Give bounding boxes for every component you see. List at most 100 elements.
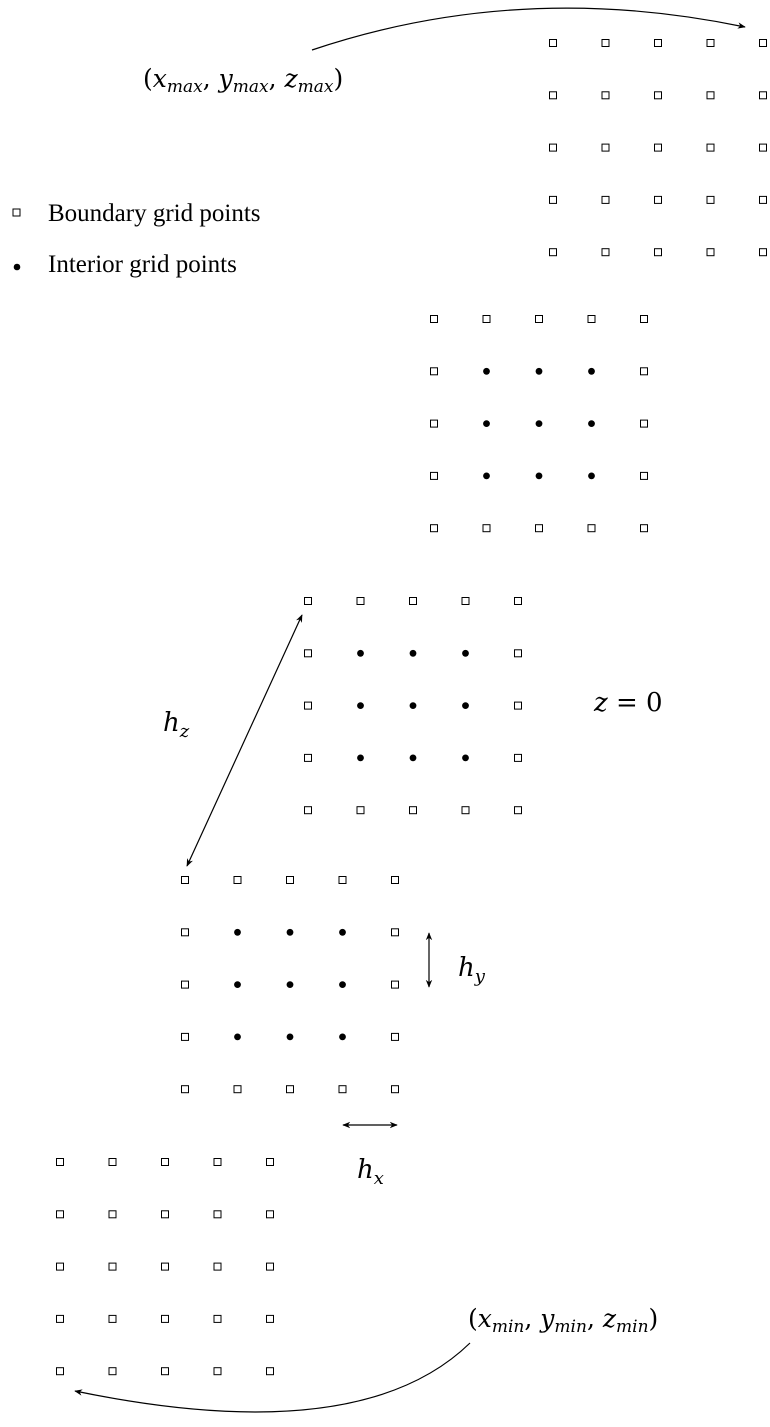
boundary-point: [181, 928, 189, 937]
interior-point: [588, 420, 595, 427]
grid-layer-top: [549, 39, 767, 257]
legend-interior-label: Interior grid points: [48, 251, 237, 278]
hz-label: hz: [163, 708, 190, 742]
boundary-point: [759, 143, 767, 152]
boundary-point: [161, 1210, 169, 1219]
boundary-point: [482, 315, 491, 323]
boundary-point: [391, 1085, 399, 1094]
interior-point: [588, 472, 595, 480]
interior-point: [483, 472, 490, 480]
grid-layer-layer-2: [430, 315, 648, 533]
boundary-point: [601, 39, 610, 47]
boundary-point: [430, 419, 438, 428]
boundary-point: [108, 1367, 117, 1376]
boundary-point: [233, 1085, 242, 1094]
boundary-point: [356, 806, 365, 815]
boundary-point: [213, 1262, 222, 1271]
boundary-point: [56, 1210, 64, 1219]
boundary-point: [286, 1085, 294, 1094]
interior-point: [357, 702, 364, 709]
boundary-point: [213, 1314, 222, 1323]
boundary-point: [181, 980, 189, 989]
interior-point: [462, 649, 469, 657]
boundary-point: [304, 701, 312, 710]
boundary-point: [587, 524, 596, 533]
interior-point: [234, 981, 241, 988]
boundary-point: [391, 1032, 399, 1041]
boundary-point: [549, 39, 557, 47]
boundary-point: [409, 597, 417, 605]
boundary-point: [654, 195, 662, 204]
boundary-point: [304, 597, 312, 605]
boundary-point: [108, 1158, 117, 1166]
boundary-point: [514, 753, 522, 762]
boundary-point: [706, 39, 715, 47]
grid-layer-layer-4: [181, 876, 399, 1094]
boundary-point: [549, 143, 557, 152]
boundary-point: [654, 39, 662, 47]
boundary-point: [304, 753, 312, 762]
interior-point: [535, 367, 543, 375]
boundary-point: [587, 315, 596, 323]
boundary-point: [549, 248, 557, 257]
boundary-point: [430, 315, 438, 323]
boundary-point: [640, 315, 648, 323]
interior-point: [286, 928, 294, 936]
boundary-point: [181, 1085, 189, 1094]
grid-layers: [56, 39, 767, 1376]
boundary-point: [706, 143, 715, 152]
boundary-point: [266, 1210, 274, 1219]
boundary-point: [654, 91, 662, 100]
interior-point: [339, 981, 346, 988]
interior-point: [286, 981, 294, 988]
boundary-point: [514, 701, 522, 710]
plane-label: z = 0: [593, 688, 663, 718]
boundary-point: [430, 367, 438, 376]
boundary-point: [549, 91, 557, 100]
boundary-point: [161, 1367, 169, 1376]
boundary-point: [161, 1158, 169, 1166]
interior-point: [535, 472, 543, 480]
boundary-point: [409, 806, 417, 815]
hz-arrow: [186, 614, 303, 867]
boundary-point: [56, 1262, 64, 1271]
boundary-point: [759, 91, 767, 100]
boundary-point: [181, 876, 189, 884]
interior-point: [588, 367, 595, 375]
boundary-point: [213, 1367, 222, 1376]
boundary-point: [304, 806, 312, 815]
boundary-point: [706, 91, 715, 100]
boundary-point: [514, 597, 522, 605]
boundary-point: [338, 876, 347, 884]
interior-point: [286, 1033, 294, 1041]
boundary-point: [161, 1314, 169, 1323]
interior-point: [339, 928, 346, 936]
boundary-point: [108, 1210, 117, 1219]
boundary-point: [181, 1032, 189, 1041]
boundary-point: [391, 876, 399, 884]
min-corner-label: (xmin, ymin, zmin): [468, 1304, 658, 1337]
boundary-point: [601, 195, 610, 204]
boundary-point: [654, 143, 662, 152]
boundary-point: [266, 1314, 274, 1323]
boundary-point: [706, 195, 715, 204]
boundary-point: [640, 471, 648, 480]
hy-label: hy: [458, 953, 486, 987]
interior-point: [462, 702, 469, 709]
boundary-point: [430, 471, 438, 480]
boundary-point: [549, 195, 557, 204]
boundary-point: [461, 597, 470, 605]
boundary-point: [640, 524, 648, 533]
boundary-point: [161, 1262, 169, 1271]
min-corner-arrow: [74, 1342, 471, 1413]
boundary-point: [213, 1210, 222, 1219]
boundary-point: [759, 195, 767, 204]
boundary-point: [266, 1262, 274, 1271]
boundary-point: [706, 248, 715, 257]
boundary-point: [601, 248, 610, 257]
interior-point: [409, 702, 417, 709]
boundary-point: [233, 876, 242, 884]
boundary-point: [601, 143, 610, 152]
